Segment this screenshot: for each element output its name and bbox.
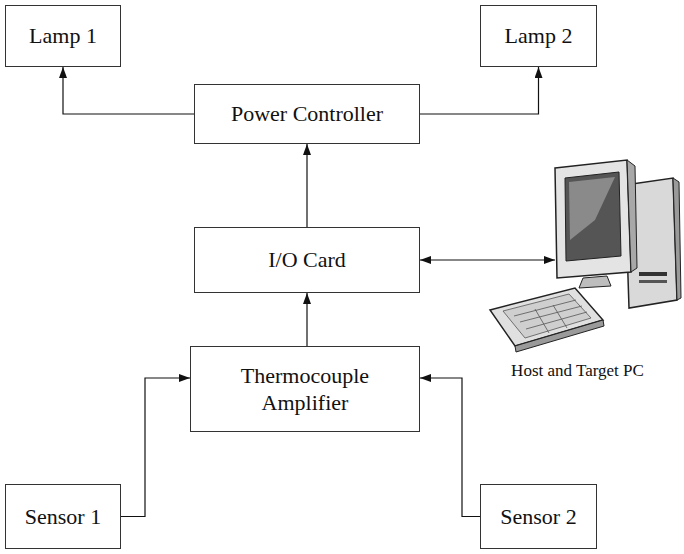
- lamp-box: Lamp 1: [5, 5, 121, 67]
- box-label: Thermocouple Amplifier: [220, 362, 390, 417]
- controller-box: Power Controller: [194, 84, 420, 144]
- box-label: Lamp 1: [29, 22, 97, 50]
- signal-arrow: [306, 144, 307, 227]
- amplifier-box: Thermocouple Amplifier: [190, 346, 420, 432]
- lamp-box: Lamp 2: [480, 5, 597, 67]
- io-card-box: I/O Card: [194, 227, 420, 293]
- box-label: Sensor 1: [25, 503, 101, 531]
- signal-arrow: [121, 378, 190, 517]
- box-label: Sensor 2: [500, 503, 576, 531]
- box-label: Power Controller: [231, 100, 383, 128]
- sensor-box: Sensor 2: [480, 484, 597, 549]
- signal-arrow: [63, 67, 194, 114]
- signal-arrow: [306, 293, 307, 346]
- sensor-box: Sensor 1: [5, 484, 121, 549]
- signal-arrow: [420, 67, 539, 114]
- signal-arrow: [420, 259, 555, 260]
- computer-node: Host and Target PC: [555, 160, 680, 385]
- box-label: Lamp 2: [505, 22, 573, 50]
- signal-arrow: [420, 378, 480, 517]
- computer-illustration: [555, 160, 680, 350]
- box-label: I/O Card: [268, 246, 346, 274]
- computer-label: Host and Target PC: [475, 360, 680, 381]
